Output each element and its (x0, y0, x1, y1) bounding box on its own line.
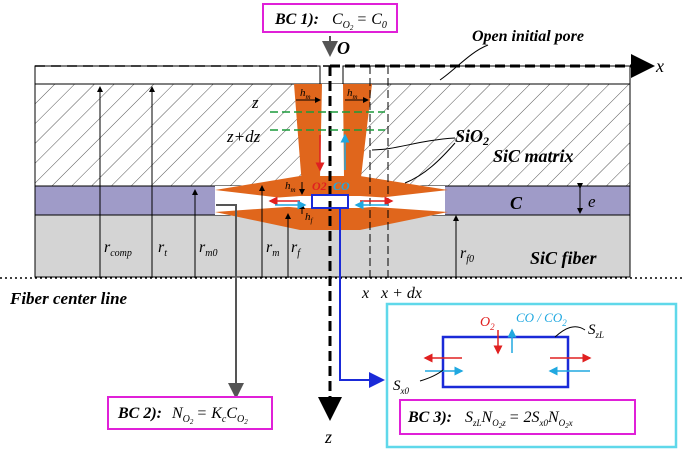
sx0-pointer (419, 369, 444, 382)
open-pore-pointer (439, 44, 489, 81)
top-layer-left (34, 65, 321, 85)
inset-co-label: CO / CO2 (516, 310, 567, 328)
bc2-box (107, 396, 273, 430)
hm-label-mid: hm (285, 180, 296, 194)
bc2-equation: NO2= KcCO2 (171, 405, 248, 426)
inset-control-volume (441, 335, 570, 389)
bc2-label: BC 2): (117, 405, 162, 422)
z-dz-label: z+dz (226, 127, 261, 146)
r-f0-label: rf0 (460, 245, 474, 265)
sio2-pointer-1 (371, 137, 456, 151)
sio2-left-pore-wall (294, 84, 322, 186)
bc1-box (262, 3, 398, 33)
hf-label: hf (305, 211, 314, 225)
z-label: z (251, 93, 259, 112)
top-layer-right (342, 65, 631, 85)
r-m0-label: rm0 (199, 239, 217, 259)
bc3-equation: SzLNO2z= 2Sx0NO2x (465, 409, 573, 430)
r-f-label: rf (291, 239, 301, 259)
e-label: e (588, 192, 596, 211)
x-dx-label: x + dx (380, 285, 422, 302)
bc1-label: BC 1): (274, 11, 319, 28)
bc3-label: BC 3): (407, 409, 452, 426)
sic-fiber-label: SiC fiber (530, 248, 598, 268)
c-layer-label: C (510, 193, 523, 213)
hm-label-left: hm (300, 87, 311, 101)
origin-label: O (337, 38, 350, 58)
r-t-label: rt (158, 239, 167, 259)
r-comp-label: rcomp (104, 239, 132, 259)
sic-matrix-label: SiC matrix (493, 146, 574, 166)
co-pore-label: CO (333, 179, 350, 193)
inset-o2-label: O2 (480, 315, 495, 332)
open-pore-label: Open initial pore (472, 28, 584, 45)
hm-label-right: hm (347, 87, 358, 101)
inset-szl-label: SzL (588, 322, 604, 340)
sio2-pointer-2 (404, 142, 456, 184)
inset-sx0-label: Sx0 (393, 378, 409, 396)
radius-arrows (97, 86, 459, 278)
bc1-equation: CO2= C0 (332, 11, 387, 32)
o2-pore-label: O2 (312, 179, 327, 193)
bc3-box (399, 399, 636, 435)
sio2-label: SiO2 (455, 126, 489, 148)
z-axis-label: z (324, 427, 332, 447)
control-volume (311, 194, 349, 209)
bc2-link (216, 204, 244, 399)
szl-pointer (554, 326, 586, 338)
control-volume-link (339, 208, 385, 388)
x-label: x (361, 285, 369, 302)
r-m-label: rm (266, 239, 279, 259)
x-axis-label: x (655, 56, 664, 76)
fiber-center-label: Fiber center line (9, 289, 128, 308)
sio2-right-pore-wall (343, 84, 372, 186)
